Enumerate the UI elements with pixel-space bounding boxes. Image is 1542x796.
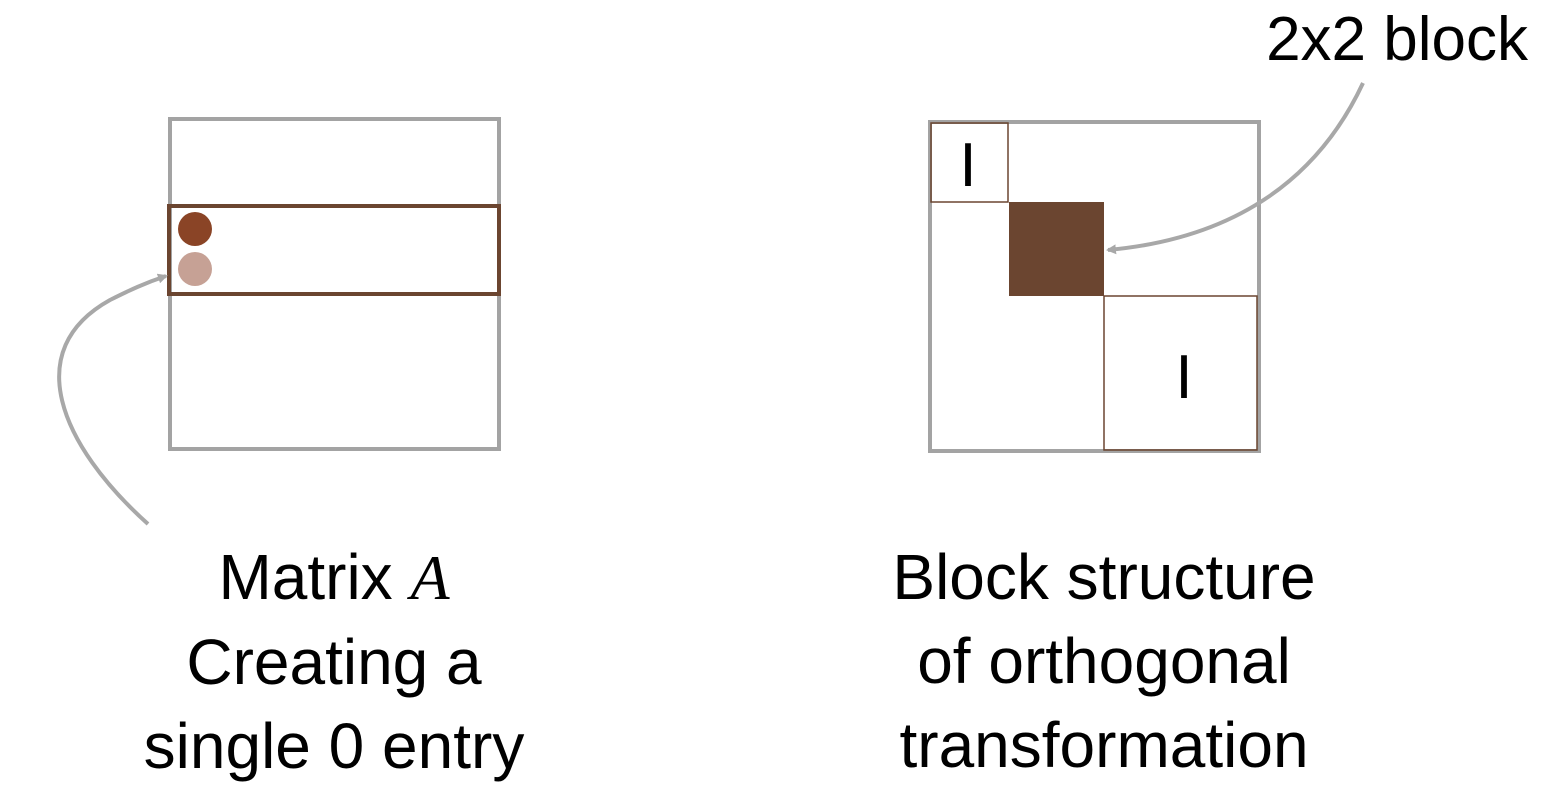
two-by-two-block — [1009, 202, 1104, 296]
matrix-a-caption-line2: Creating a — [186, 626, 482, 698]
orthogonal-matrix-outline — [928, 120, 1261, 453]
block-structure-caption-line1: Block structure — [892, 541, 1316, 613]
identity-block-top — [930, 122, 1009, 203]
callout-arrow — [1106, 82, 1365, 255]
matrix-entry-dot-dark — [178, 212, 212, 246]
identity-label-bottom: I — [1175, 343, 1192, 412]
two-by-two-block-callout: 2x2 block — [1266, 5, 1529, 74]
identity-label-top: I — [959, 131, 976, 200]
matrix-a-caption: Matrix A Creating a single 0 entry — [84, 535, 584, 788]
zero-entry-arrow — [57, 273, 168, 526]
matrix-a-caption-line3: single 0 entry — [143, 710, 525, 782]
identity-block-bottom — [1103, 295, 1258, 451]
matrix-a-title-text: Matrix — [218, 541, 393, 613]
matrix-a-outline — [168, 117, 501, 451]
matrix-a-variable: A — [410, 542, 450, 613]
block-structure-caption: Block structure of orthogonal transforma… — [844, 535, 1364, 787]
block-structure-caption-line3: transformation — [899, 709, 1309, 781]
matrix-a-row-band — [167, 204, 501, 296]
matrix-entry-dot-light — [178, 252, 212, 286]
block-structure-caption-line2: of orthogonal — [917, 625, 1291, 697]
matrix-a-title: Matrix A — [84, 535, 584, 620]
